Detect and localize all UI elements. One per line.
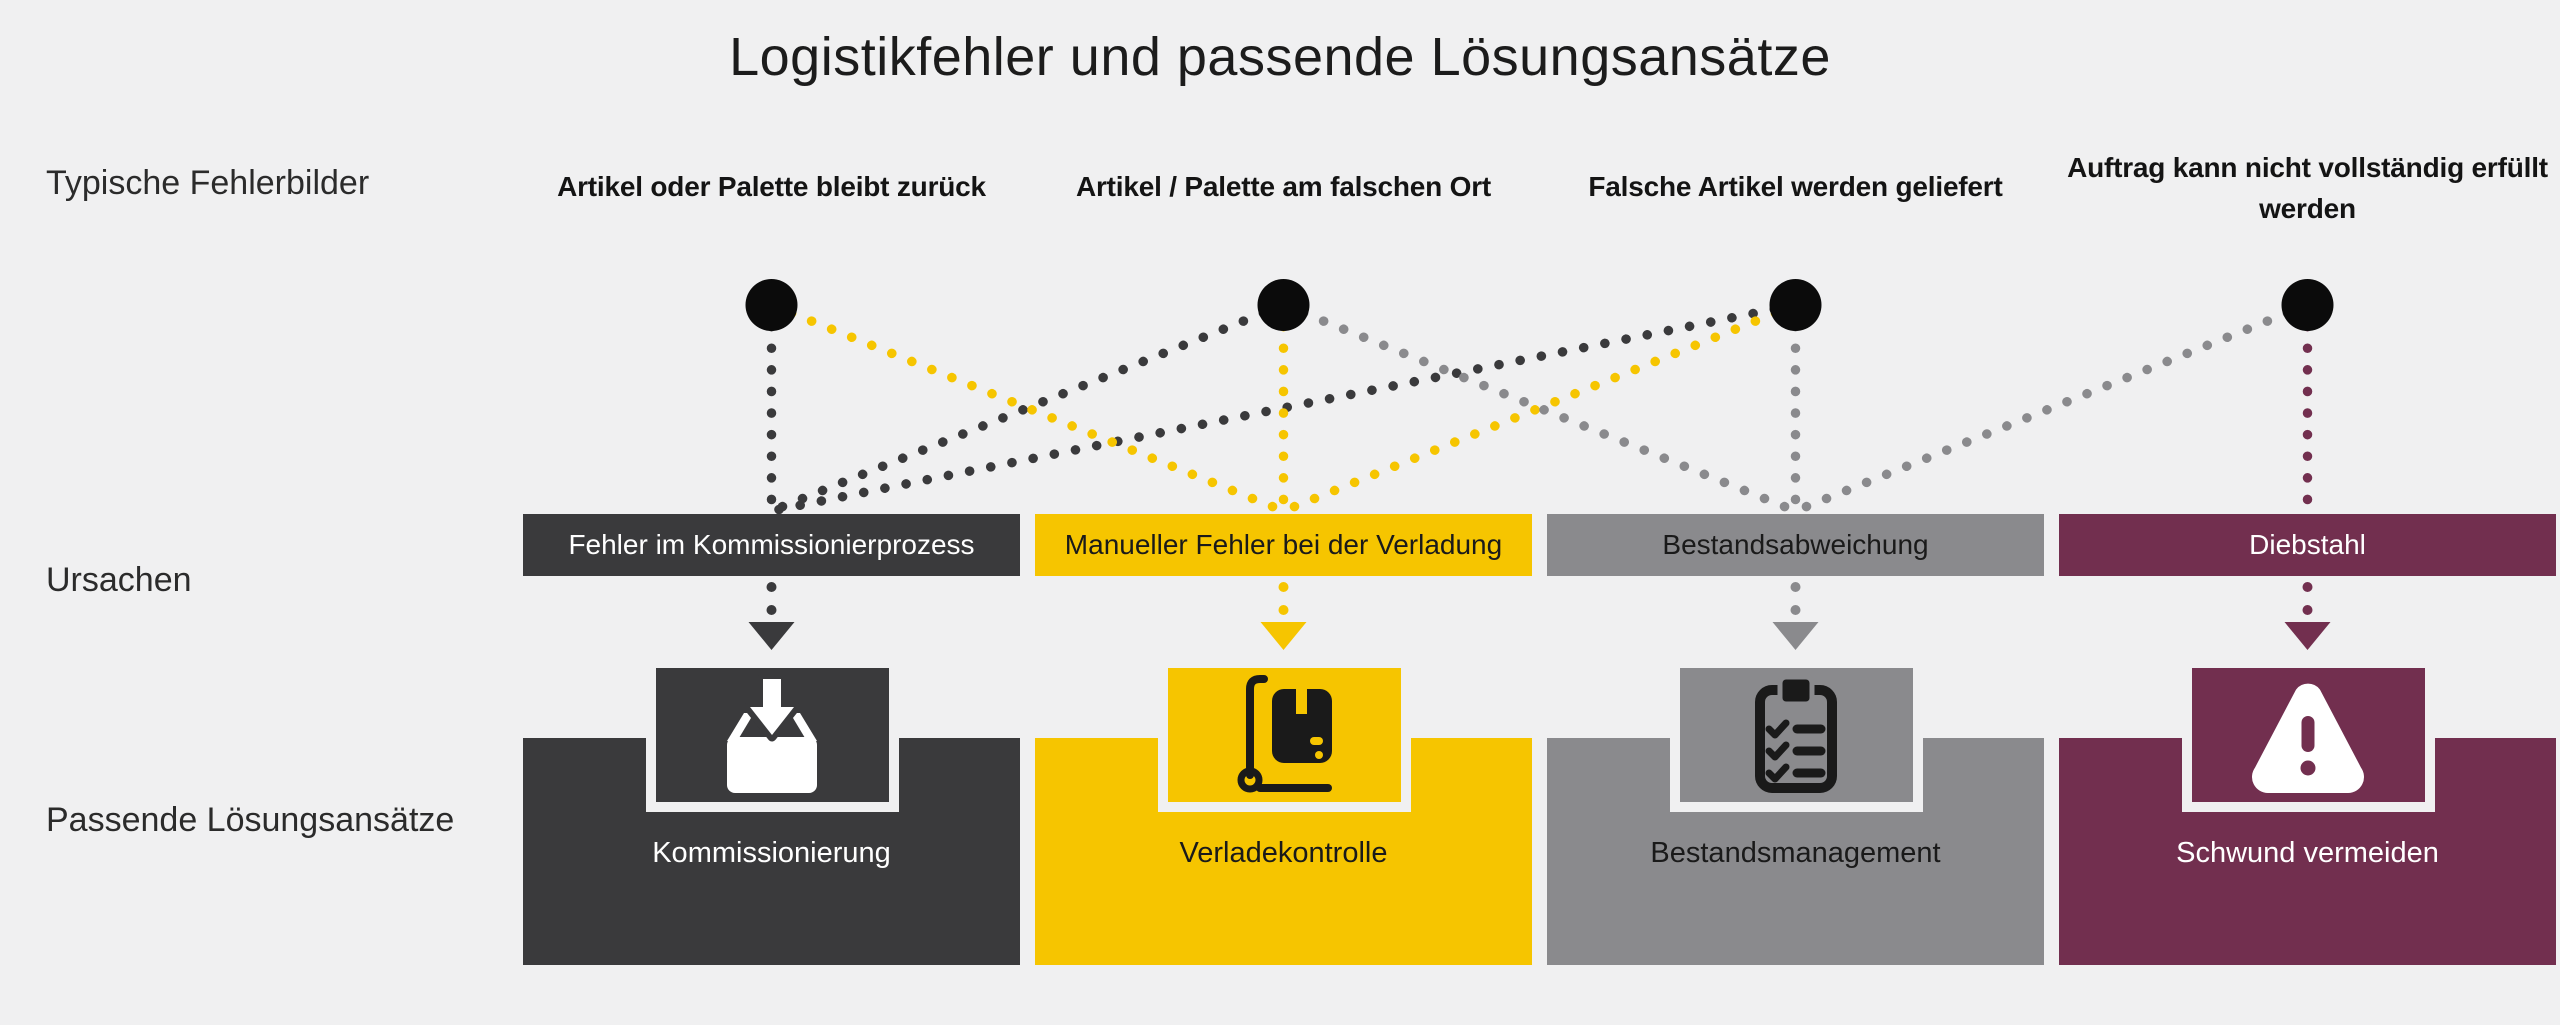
solution-label: Verladekontrolle (1179, 837, 1388, 869)
column-bestandsmanagement: Falsche Artikel werden geliefert Bestand… (1547, 0, 2044, 1025)
cause-box: Fehler im Kommissionierprozess (523, 514, 1020, 576)
cause-box: Manueller Fehler bei der Verladung (1035, 514, 1532, 576)
column-verladekontrolle: Artikel / Palette am falschen Ort Manuel… (1035, 0, 1532, 1025)
solution-label: Schwund vermeiden (2176, 837, 2439, 869)
error-header: Falsche Artikel werden geliefert (1588, 170, 2003, 202)
row-label-causes: Ursachen (46, 561, 192, 599)
cause-box: Diebstahl (2059, 514, 2556, 576)
error-header: Auftrag kann nicht vollständig erfüllt w… (2067, 152, 2548, 224)
page-title: Logistikfehler und passende Lösungsansät… (729, 27, 1831, 87)
row-label-solutions: Passende Lösungsansätze (46, 801, 455, 839)
error-header: Artikel / Palette am falschen Ort (1075, 170, 1492, 202)
row-label-errors: Typische Fehlerbilder (46, 164, 370, 202)
column-kommissionierung: Artikel oder Palette bleibt zurück Fehle… (523, 0, 1020, 1025)
solution-box: Verladekontrolle (1035, 738, 1532, 965)
cause-box: Bestandsabweichung (1547, 514, 2044, 576)
column-schwund-vermeiden: Auftrag kann nicht vollständig erfüllt w… (2059, 0, 2556, 1025)
error-header: Artikel oder Palette bleibt zurück (557, 170, 986, 202)
clipboard-checklist-icon (1755, 675, 1837, 793)
solution-icon-tile (2181, 658, 2435, 812)
solution-icon-tile (1157, 658, 1411, 812)
solution-icon-tile (1669, 658, 1923, 812)
box-arrow-down-icon (727, 675, 817, 793)
solution-icon-tile (645, 658, 899, 812)
solution-label: Kommissionierung (652, 837, 891, 869)
hand-truck-icon (1237, 675, 1332, 793)
solution-label: Bestandsmanagement (1650, 837, 1941, 869)
warning-triangle-icon (2252, 683, 2364, 793)
